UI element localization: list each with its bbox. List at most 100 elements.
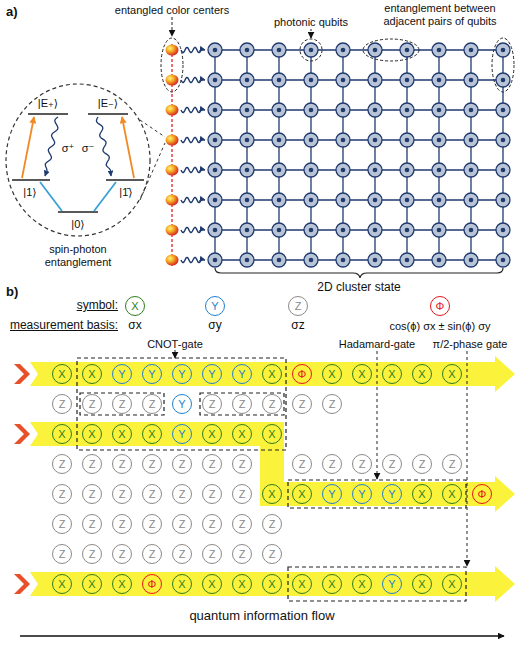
qubit-dot — [373, 108, 378, 113]
symbol-circle: Φ — [472, 484, 492, 504]
photonic-qubit — [208, 133, 222, 147]
symbol-letter: Y — [328, 488, 335, 500]
qubit-dot — [469, 168, 474, 173]
pointer-arrow — [377, 351, 378, 479]
photonic-qubit — [400, 73, 414, 87]
annotation-label: Hadamard-gate — [339, 338, 415, 351]
photonic-qubit — [336, 43, 350, 57]
symbol-circle: X — [262, 364, 282, 384]
symbol-letter: Z — [179, 458, 186, 470]
symbol-circle: X — [262, 424, 282, 444]
photonic-qubit — [400, 133, 414, 147]
photonic-qubit — [272, 163, 286, 177]
photonic-qubit — [304, 43, 318, 57]
qubit-dot — [373, 48, 378, 53]
photonic-qubit — [208, 223, 222, 237]
symbol-letter: Z — [89, 398, 96, 410]
inset-circle — [6, 84, 150, 236]
symbol-letter: Z — [239, 548, 246, 560]
photonic-qubit — [368, 253, 382, 267]
symbol-letter: Φ — [148, 578, 157, 590]
symbol-circle: Φ — [142, 574, 162, 594]
symbol-circle: X — [172, 574, 192, 594]
photonic-qubit — [272, 43, 286, 57]
symbol-circle: Z — [232, 394, 252, 414]
photonic-qubit — [464, 223, 478, 237]
qubit-dot — [373, 258, 378, 263]
symbol-circle: X — [112, 424, 132, 444]
qubit-dot — [309, 228, 314, 233]
qubit-dot — [213, 78, 218, 83]
qubit-dot — [245, 108, 250, 113]
symbol-circle: Y — [172, 394, 192, 414]
photonic-qubit — [464, 163, 478, 177]
symbol-letter: Z — [449, 458, 456, 470]
symbol-letter: X — [88, 368, 95, 380]
pointer-arrow — [467, 351, 468, 566]
symbol-letter: Z — [419, 458, 426, 470]
photonic-qubit — [400, 43, 414, 57]
symbol-circle: X — [442, 574, 462, 594]
symbol-letter: X — [118, 578, 125, 590]
symbol-letter: X — [448, 578, 455, 590]
symbol-letter: Z — [59, 518, 66, 530]
qubit-dot — [405, 258, 410, 263]
symbol-letter: X — [238, 428, 245, 440]
symbol-letter: X — [418, 368, 425, 380]
qubit-dot — [245, 228, 250, 233]
symbol-letter: X — [328, 578, 335, 590]
symbol-letter: Z — [119, 458, 126, 470]
annotation-label: |1̄⟩ — [119, 186, 132, 199]
gate-box — [288, 567, 466, 601]
symbol-circle: Z — [142, 484, 162, 504]
pointer-arrow — [311, 29, 312, 38]
qubit-dot — [277, 78, 282, 83]
photonic-qubit — [464, 43, 478, 57]
photonic-qubit — [464, 133, 478, 147]
qubit-dot — [501, 168, 506, 173]
photonic-qubit — [304, 193, 318, 207]
qubit-dot — [309, 78, 314, 83]
symbol-circle: X — [202, 574, 222, 594]
symbol-letter: X — [58, 428, 65, 440]
photonic-qubit — [432, 133, 446, 147]
photonic-qubit — [304, 103, 318, 117]
symbol-letter: X — [131, 300, 138, 312]
symbol-circle: Z — [142, 544, 162, 564]
symbol-circle: Z — [292, 454, 312, 474]
photonic-qubit — [400, 163, 414, 177]
photonic-qubit — [304, 163, 318, 177]
photonic-qubit — [208, 103, 222, 117]
photonic-qubit — [272, 223, 286, 237]
symbol-circle: X — [52, 574, 72, 594]
photonic-qubit — [496, 103, 510, 117]
qubit-dot — [213, 198, 218, 203]
symbol-circle: Z — [52, 394, 72, 414]
annotation-label: π/2-phase gate — [433, 338, 508, 351]
symbol-circle: X — [322, 364, 342, 384]
gate-box — [80, 393, 164, 415]
symbol-letter: X — [148, 428, 155, 440]
symbol-letter: Y — [358, 488, 365, 500]
symbol-letter: Z — [209, 518, 216, 530]
qubit-dot — [341, 198, 346, 203]
symbol-letter: Z — [149, 518, 156, 530]
symbol-letter: Z — [89, 518, 96, 530]
symbol-letter: Z — [89, 548, 96, 560]
photonic-qubit — [368, 223, 382, 237]
photonic-qubit — [496, 133, 510, 147]
zoom-line — [140, 120, 165, 137]
symbol-letter: Z — [329, 458, 336, 470]
bond-line — [215, 79, 503, 80]
annotation-label: σ⁻ — [82, 142, 95, 155]
photonic-qubit — [336, 73, 350, 87]
cluster-grid — [45, 43, 510, 267]
qubit-dot — [437, 198, 442, 203]
symbol-letter: Z — [119, 488, 126, 500]
symbol-letter: Z — [179, 488, 186, 500]
symbol-circle: X — [292, 574, 312, 594]
qubit-dot — [213, 138, 218, 143]
photonic-qubit — [208, 253, 222, 267]
qubit-dot — [373, 78, 378, 83]
